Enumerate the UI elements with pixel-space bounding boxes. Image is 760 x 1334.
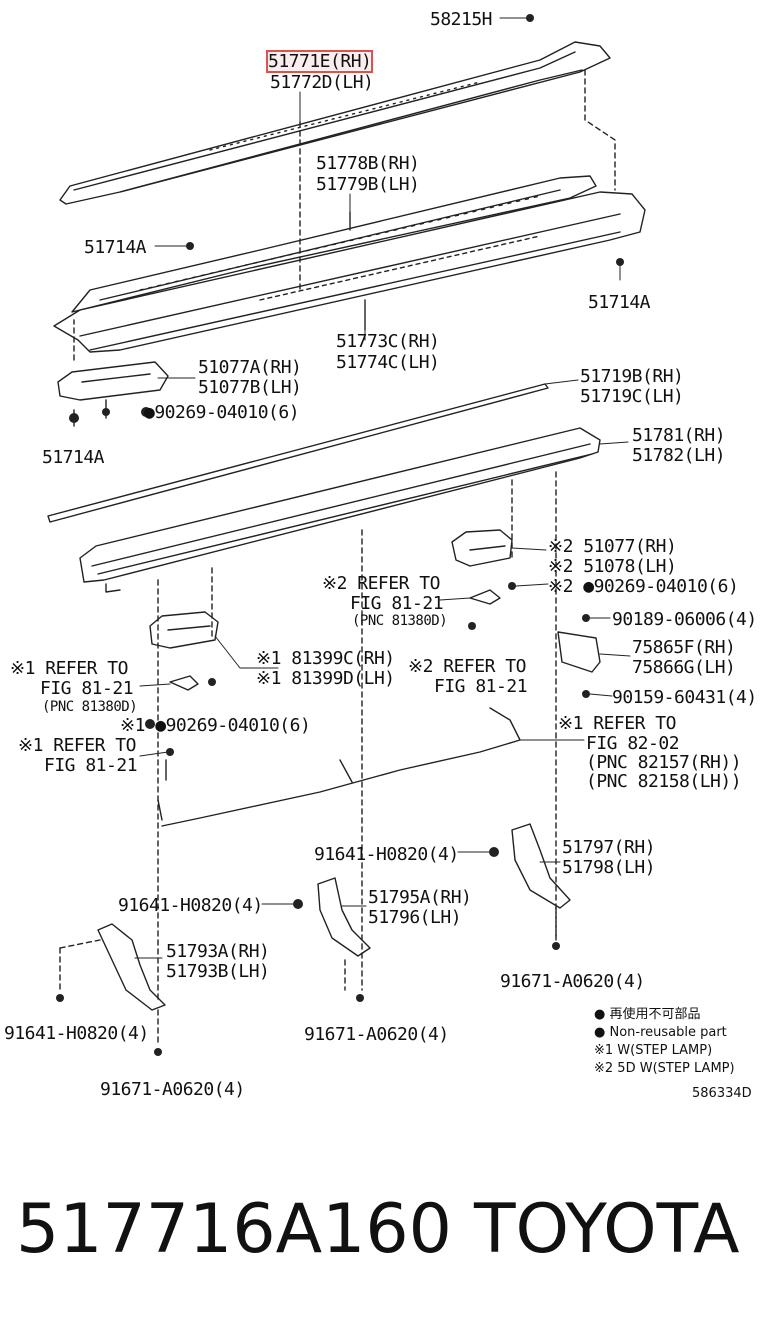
label-fig-81-21-c: FIG 81-21 [434,676,528,697]
label-pnc-81380d-b: (PNC 81380D) [42,699,138,715]
label-51781-rh: 51781(RH) [632,425,726,446]
label-58215h: 58215H [430,9,493,30]
lamp-cover-part [557,631,601,673]
label-51779b-lh: 51779B(LH) [316,174,420,195]
label-51778b-rh: 51778B(RH) [316,153,420,174]
label-51793b-lh: 51793B(LH) [166,961,270,982]
label-51719b-rh: 51719B(RH) [580,366,684,387]
label-refer-to-d: ※1 REFER TO [18,735,136,756]
side-moulding-part [59,41,616,291]
label-75866g-lh: 75866G(LH) [632,657,736,678]
fasteners [56,14,624,1056]
label-91641-h0820-c: 91641-H0820(4) [4,1023,149,1044]
label-51773c-rh: 51773C(RH) [336,331,440,352]
label-90159-60431: 90159-60431(4) [612,687,757,708]
label-90269-04010-w1: ※1 ●90269-04010(6) [120,715,311,736]
label-51797-rh: 51797(RH) [562,837,656,858]
front-lower-bracket-part [59,923,166,1047]
label-51714a-bottom: 51714A [42,447,105,468]
rear-bracket-part [511,823,571,941]
label-51771e-rh: 51771E(RH) [265,50,374,73]
legend-line-2: ● Non-reusable part [594,1025,727,1040]
legend-line-3: ※1 W(STEP LAMP) [594,1043,713,1058]
label-51077-rh: ※2 51077(RH) [548,536,677,557]
step-lamp-connector [169,589,501,691]
label-51714a-left: 51714A [84,237,147,258]
label-pnc-82158: (PNC 82158(LH)) [586,771,742,792]
label-fig-82-02: FIG 82-02 [586,733,680,754]
label-pnc-81380d-a: (PNC 81380D) [352,613,448,629]
middle-bracket-part [317,877,371,991]
label-91671-a0620-b: 91671-A0620(4) [304,1024,449,1045]
label-fig-81-21-d: FIG 81-21 [44,755,138,776]
label-81399d-lh: ※1 81399D(LH) [256,668,395,689]
lamp-bracket-right [451,529,513,567]
step-cover-part [71,175,597,313]
label-81399c-rh: ※1 81399C(RH) [256,648,395,669]
label-51782-lh: 51782(LH) [632,445,726,466]
label-51774c-lh: 51774C(LH) [336,352,440,373]
legend-line-1: ● 再使用不可部品 [594,1007,701,1022]
label-51077b-lh: 51077B(LH) [198,377,302,398]
seal-strip-part [47,383,549,523]
label-fig-81-21-a: FIG 81-21 [350,593,444,614]
footer-brand: TOYOTA [474,1190,740,1269]
lamp-bracket-left [149,611,219,649]
label-51078-lh: ※2 51078(LH) [548,556,677,577]
leader-lines [134,17,631,959]
label-51772d-lh: 51772D(LH) [270,72,374,93]
label-refer-to-a: ※2 REFER TO [322,573,440,594]
label-91671-a0620-c: 91671-A0620(4) [100,1079,245,1100]
label-51798-lh: 51798(LH) [562,857,656,878]
label-51077a-rh: 51077A(RH) [198,357,302,378]
label-90269-04010: ●90269-04010(6) [144,402,300,423]
label-pnc-82157: (PNC 82157(RH)) [586,752,742,773]
label-90269-04010-w2: ※2 ●90269-04010(6) [548,576,739,597]
diagram-code: 586334D [692,1086,752,1101]
label-51796-lh: 51796(LH) [368,907,462,928]
label-refer-to-e: ※1 REFER TO [558,713,676,734]
label-51795a-rh: 51795A(RH) [368,887,472,908]
label-51793a-rh: 51793A(RH) [166,941,270,962]
label-51714a-right: 51714A [588,292,651,313]
label-90189-06006: 90189-06006(4) [612,609,757,630]
label-refer-to-c: ※2 REFER TO [408,656,526,677]
label-91641-h0820-b: 91641-H0820(4) [118,895,263,916]
label-91671-a0620-a: 91671-A0620(4) [500,971,645,992]
footer-part-number: 517716A160 [16,1190,452,1269]
wire-harness [157,707,521,827]
label-fig-81-21-b: FIG 81-21 [40,678,134,699]
legend-line-4: ※2 5D W(STEP LAMP) [594,1061,735,1076]
label-91641-h0820-a: 91641-H0820(4) [314,844,459,865]
parts-diagram: 58215H 51771E(RH) 51772D(LH) 51778B(RH) … [4,9,757,1101]
label-refer-to-b: ※1 REFER TO [10,658,128,679]
label-75865f-rh: 75865F(RH) [632,637,736,658]
exploded-view-drawing [47,14,646,1056]
label-51719c-lh: 51719C(LH) [580,386,684,407]
